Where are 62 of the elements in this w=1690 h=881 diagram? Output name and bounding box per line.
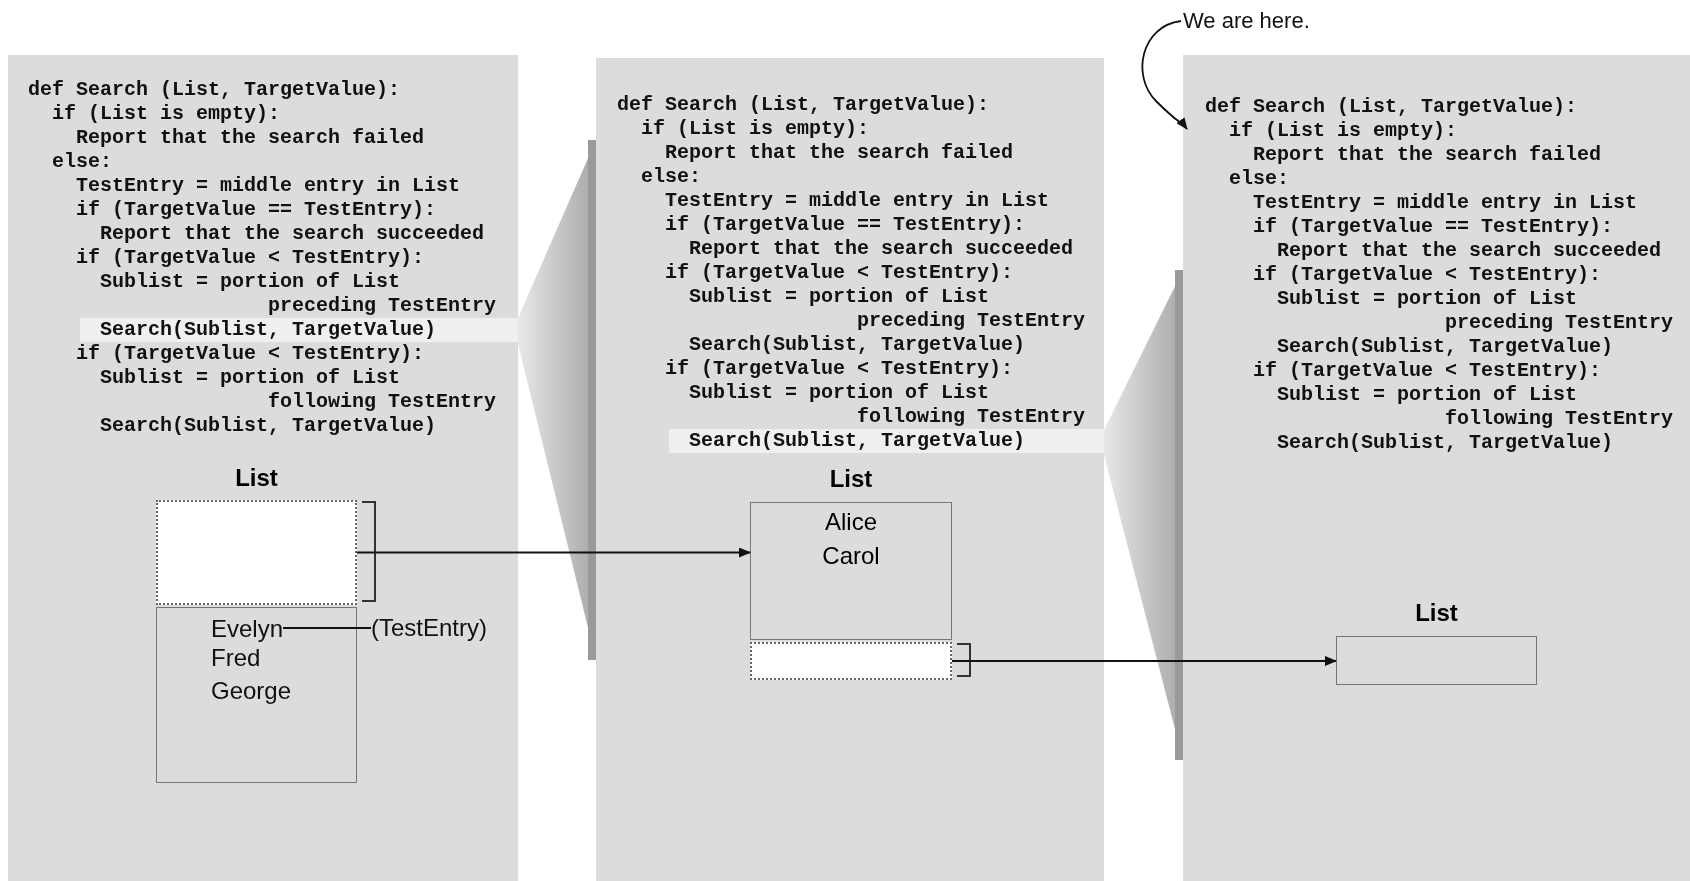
code-line: Sublist = portion of List xyxy=(1277,287,1578,311)
callout-text: We are here. xyxy=(1183,6,1310,36)
code-line: if (TargetValue < TestEntry): xyxy=(665,261,1014,285)
code-line: if (TargetValue < TestEntry): xyxy=(1253,359,1602,383)
code-line: preceding TestEntry xyxy=(1445,311,1674,335)
code-line: Report that the search failed xyxy=(665,141,1014,165)
code-line: if (List is empty): xyxy=(641,117,870,141)
code-line: Report that the search succeeded xyxy=(100,222,485,246)
code-line: def Search (List, TargetValue): xyxy=(617,93,990,117)
code-line: preceding TestEntry xyxy=(268,294,497,318)
code-line: Sublist = portion of List xyxy=(689,285,990,309)
list-entry: Alice xyxy=(824,507,878,537)
code-line: TestEntry = middle entry in List xyxy=(665,189,1050,213)
list-heading: List xyxy=(1414,599,1459,627)
code-line: TestEntry = middle entry in List xyxy=(76,174,461,198)
code-line: Report that the search succeeded xyxy=(1277,239,1662,263)
code-line: TestEntry = middle entry in List xyxy=(1253,191,1638,215)
code-line: Report that the search failed xyxy=(76,126,425,150)
code-line: else: xyxy=(52,150,112,174)
code-line: def Search (List, TargetValue): xyxy=(1205,95,1578,119)
code-panel xyxy=(1183,55,1690,881)
code-line: Sublist = portion of List xyxy=(100,366,401,390)
list-entry: George xyxy=(211,676,292,706)
list-entry: Carol xyxy=(821,541,881,571)
code-line: Sublist = portion of List xyxy=(100,270,401,294)
arrow xyxy=(951,656,1337,666)
code-panel xyxy=(8,55,518,881)
code-line: Sublist = portion of List xyxy=(689,381,990,405)
code-line: if (TargetValue < TestEntry): xyxy=(76,342,425,366)
arrow xyxy=(356,547,751,558)
list-entry: Evelyn xyxy=(211,614,284,644)
code-line: if (List is empty): xyxy=(52,102,281,126)
leader-line xyxy=(282,627,372,629)
code-line: if (TargetValue < TestEntry): xyxy=(665,357,1014,381)
code-line: Search(Sublist, TargetValue) xyxy=(689,333,1026,357)
code-line: preceding TestEntry xyxy=(857,309,1086,333)
code-line: following TestEntry xyxy=(268,390,497,414)
list-box xyxy=(156,607,357,783)
code-line: if (TargetValue < TestEntry): xyxy=(1253,263,1602,287)
code-line: Report that the search succeeded xyxy=(689,237,1074,261)
code-line: if (TargetValue == TestEntry): xyxy=(1253,215,1614,239)
code-line: if (TargetValue == TestEntry): xyxy=(76,198,437,222)
code-line: following TestEntry xyxy=(1445,407,1674,431)
code-line: if (TargetValue == TestEntry): xyxy=(665,213,1026,237)
list-heading: List xyxy=(234,464,279,492)
entry-label: (TestEntry) xyxy=(371,613,487,643)
code-line: if (TargetValue < TestEntry): xyxy=(76,246,425,270)
list-heading: List xyxy=(828,465,874,493)
curved-arrow xyxy=(1141,20,1188,130)
list-entry: Fred xyxy=(211,643,261,673)
code-panel xyxy=(596,58,1104,881)
code-line: if (List is empty): xyxy=(1229,119,1458,143)
code-line: else: xyxy=(641,165,701,189)
code-line: Search(Sublist, TargetValue) xyxy=(100,414,437,438)
code-line: Search(Sublist, TargetValue) xyxy=(1277,431,1614,455)
code-line: following TestEntry xyxy=(857,405,1086,429)
code-line: def Search (List, TargetValue): xyxy=(28,78,401,102)
code-line: Report that the search failed xyxy=(1253,143,1602,167)
code-line: else: xyxy=(1229,167,1289,191)
removed-portion-box xyxy=(750,642,952,680)
code-line: Search(Sublist, TargetValue) xyxy=(1277,335,1614,359)
code-line: Sublist = portion of List xyxy=(1277,383,1578,407)
